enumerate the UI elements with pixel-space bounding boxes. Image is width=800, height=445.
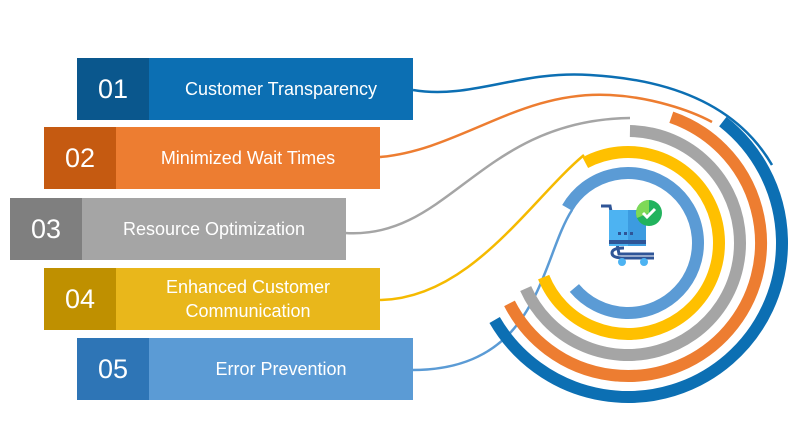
connector-03 (344, 116, 631, 235)
item-label: Minimized Wait Times (160, 148, 336, 168)
arc-02 (504, 111, 767, 382)
cart-wheel (640, 258, 648, 266)
check-icon (641, 207, 657, 220)
connector-01 (412, 73, 774, 166)
shopping-cart-check-icon (601, 200, 662, 266)
item-number: 01 (77, 58, 149, 120)
connector-04 (377, 154, 585, 302)
item-number: 03 (10, 198, 82, 260)
connector-02 (379, 93, 713, 159)
item-02: 02 Minimized Wait Times (44, 127, 380, 189)
arc-04 (538, 146, 725, 340)
arc-03 (520, 125, 746, 361)
arc-05 (562, 167, 704, 319)
item-label: Enhanced Customer Communication (165, 277, 331, 321)
item-01: 01 Customer Transparency (77, 58, 413, 120)
arc-01 (489, 116, 788, 403)
connector-05 (411, 209, 574, 372)
item-05: 05 Error Prevention (77, 338, 413, 400)
item-number: 02 (44, 127, 116, 189)
item-number: 04 (44, 268, 116, 330)
item-03: 03 Resource Optimization (10, 198, 346, 260)
item-label: Customer Transparency (184, 79, 378, 99)
item-04: 04 Enhanced Customer Communication (44, 268, 380, 330)
item-label: Error Prevention (215, 359, 347, 379)
cart-wheel (618, 258, 626, 266)
item-number: 05 (77, 338, 149, 400)
item-label: Resource Optimization (122, 219, 306, 239)
